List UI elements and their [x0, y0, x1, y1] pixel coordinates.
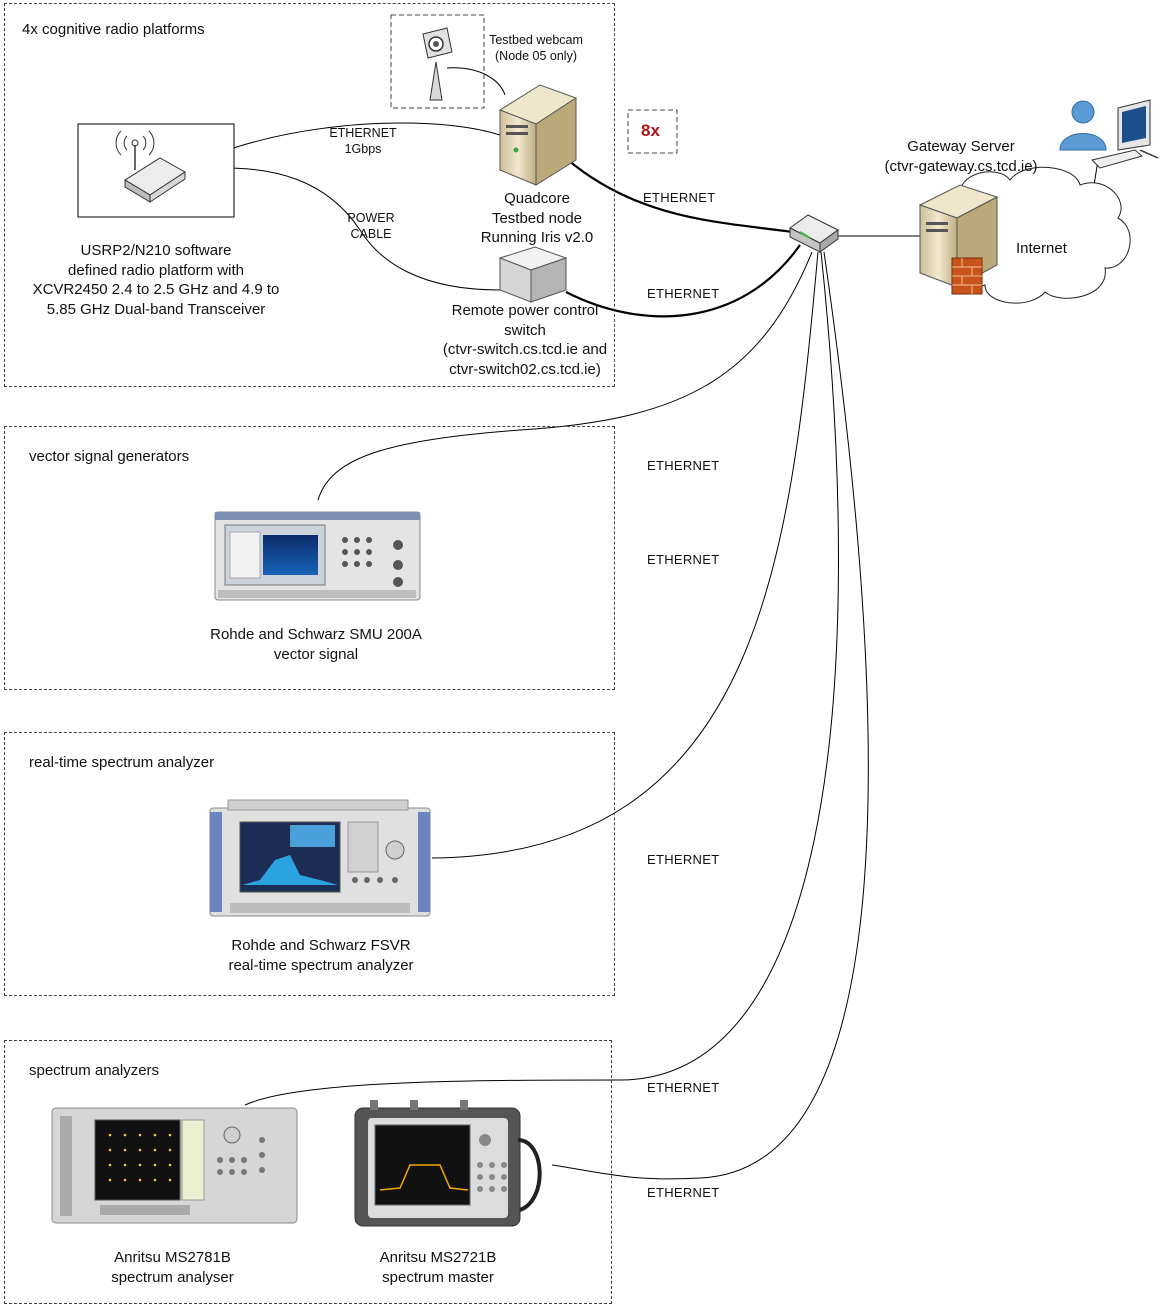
router-vsg-ethernet-link	[317, 251, 813, 501]
radio-platforms-group	[4, 3, 615, 387]
ms2781b-analyser-image	[51, 1107, 298, 1224]
realtime-spectrum-analyzer-group	[4, 732, 615, 996]
multiplier-box	[627, 109, 678, 154]
vsg-ethernet-label-2: ETHERNET	[647, 552, 720, 567]
webcam-label: Testbed webcam (Node 05 only)	[489, 33, 583, 63]
switch-router-ethernet-link	[565, 244, 801, 318]
smu200a-label: Rohde and Schwarz SMU 200A vector signal	[210, 626, 422, 663]
router-icon	[789, 214, 839, 253]
internet-label: Internet	[1016, 240, 1067, 257]
usrp-device	[77, 123, 235, 218]
ms2781b-label: Anritsu MS2781B spectrum analyser	[111, 1249, 234, 1286]
multiplier-label: 8x	[641, 121, 660, 140]
fsvr-label: Rohde and Schwarz FSVR real-time spectru…	[228, 937, 414, 974]
radio-group-title: 4x cognitive radio platforms	[22, 21, 205, 38]
sa1-ethernet-label: ETHERNET	[647, 1080, 720, 1095]
usrp-switch-power-cable	[182, 167, 501, 291]
node-ethernet-label: ETHERNET	[643, 190, 716, 205]
testbed-node-server-icon	[498, 84, 578, 186]
sa-group-title: spectrum analyzers	[29, 1062, 160, 1079]
webcam-node-link	[446, 67, 506, 96]
switch-ethernet-label: ETHERNET	[647, 286, 720, 301]
ms2721b-label: Anritsu MS2721B spectrum master	[379, 1249, 497, 1286]
vsg-ethernet-label-1: ETHERNET	[647, 458, 720, 473]
connection-lines	[182, 67, 1099, 1180]
spectrum-analyzers-group	[4, 1040, 612, 1304]
testbed-node-label: Quadcore Testbed node Running Iris v2.0	[480, 190, 594, 246]
node-router-ethernet-link	[567, 159, 794, 234]
router-sa1-ethernet-link	[244, 251, 839, 1106]
fsvr-analyzer-image	[209, 799, 431, 917]
power-switch-icon	[498, 246, 568, 303]
gateway-server-icon	[918, 184, 999, 295]
router-rtsa-ethernet-link	[431, 251, 819, 859]
router-sa2-ethernet-link	[551, 251, 869, 1180]
sa2-ethernet-label: ETHERNET	[647, 1185, 720, 1200]
ms2721b-master-image	[354, 1100, 542, 1227]
vsg-group-title: vector signal generators	[29, 448, 190, 465]
user-workstation-icon	[1059, 99, 1159, 169]
power-cable-label: POWER CABLE	[347, 211, 395, 241]
usrp-icon	[115, 130, 186, 203]
webcam-icon	[390, 14, 485, 109]
rtsa-group-title: real-time spectrum analyzer	[29, 754, 215, 771]
ethernet-1gbps-label: ETHERNET 1Gbps	[329, 126, 397, 156]
usrp-label: USRP2/N210 software defined radio platfo…	[32, 242, 280, 318]
vector-signal-generators-group	[4, 426, 615, 690]
power-switch-label: Remote power control switch (ctvr-switch…	[442, 302, 608, 378]
smu200a-generator-image	[214, 511, 421, 601]
gateway-server-label: Gateway Server (ctvr-gateway.cs.tcd.ie)	[884, 138, 1038, 175]
rtsa-ethernet-label: ETHERNET	[647, 852, 720, 867]
